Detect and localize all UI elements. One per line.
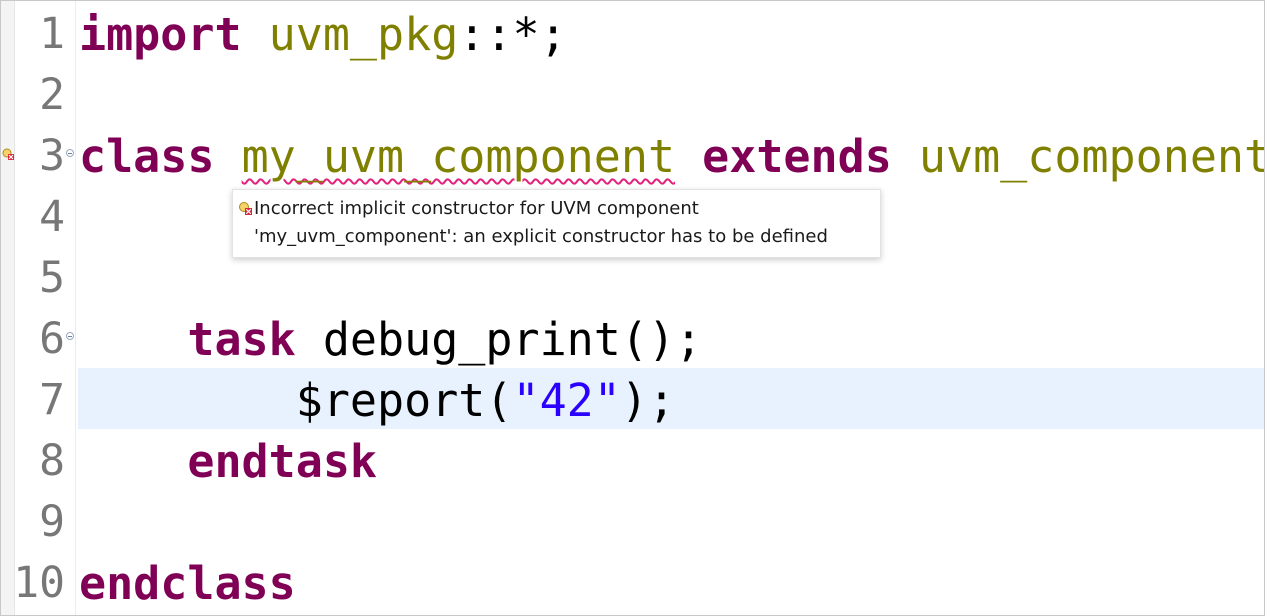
line-number: 4 [39,192,65,242]
line-number: 3 [39,131,65,181]
fold-collapse-icon[interactable] [66,332,74,340]
line-number: 7 [39,375,65,425]
error-hover-tooltip: Incorrect implicit constructor for UVM c… [232,189,881,258]
tooltip-message-line-2: 'my_uvm_component': an explicit construc… [254,226,828,247]
line-number: 10 [13,558,65,608]
error-lightbulb-icon [239,202,252,215]
line-number: 8 [39,436,65,486]
fold-collapse-icon[interactable] [66,149,74,157]
code-line-6: task debug_print(); [187,313,703,366]
error-marker-icon[interactable] [2,148,14,160]
code-line-1: import uvm_pkg::*; [79,8,567,61]
tooltip-message-line-1: Incorrect implicit constructor for UVM c… [254,198,699,219]
line-number-gutter [15,1,76,615]
line-number: 1 [39,9,65,59]
line-number: 9 [39,497,65,547]
line-number: 6 [39,314,65,364]
code-text-area[interactable]: import uvm_pkg::*; class my_uvm_componen… [76,1,1264,615]
current-line-highlight [78,368,1264,429]
line-number: 5 [39,253,65,303]
line-number: 2 [39,70,65,120]
code-line-3: class my_uvm_component extends uvm_compo… [79,130,1265,183]
code-line-8: endtask [187,435,378,488]
annotation-ruler[interactable] [1,1,15,615]
code-line-10: endclass [79,557,296,610]
code-line-7: $report("42"); [295,374,676,427]
error-squiggle: my_uvm_component [241,130,676,183]
